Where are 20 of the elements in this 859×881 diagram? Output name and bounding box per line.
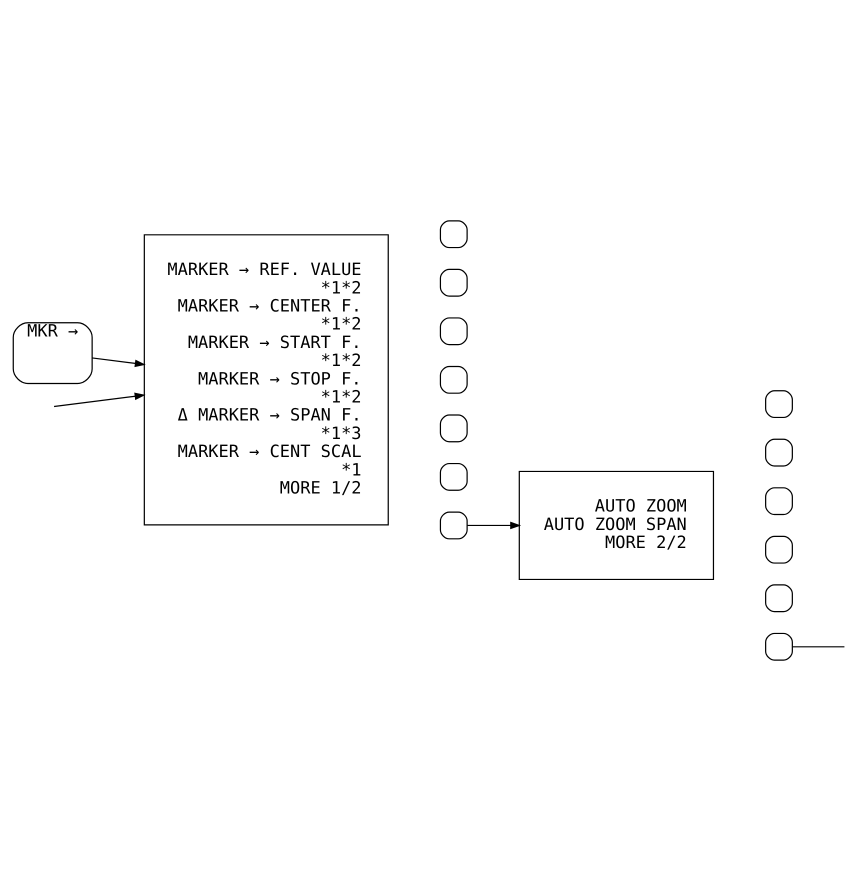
node-box: [440, 317, 468, 346]
node-box: [440, 511, 468, 540]
node-box: [440, 366, 468, 394]
node-box: [765, 536, 793, 564]
arrow: [92, 357, 146, 368]
node-box: AUTO ZOOM AUTO ZOOM SPAN MORE 2/2: [518, 470, 714, 580]
node-box: [765, 487, 793, 516]
node-box: [765, 390, 793, 418]
node-box: [440, 414, 468, 442]
node-box: [765, 584, 793, 612]
node-box: MKR →: [12, 322, 93, 384]
node-box: [765, 438, 793, 467]
arrow: [54, 392, 146, 408]
node-box: [440, 220, 468, 248]
node-box: MARKER → REF. VALUE *1*2 MARKER → CENTER F. *1*2 MARKER → START F. *1*2 MARKER → STOP F. *1*2 Δ MARKER → SPAN F. *1*3 MARKER → CENT SCAL *1 MORE 1/2: [144, 234, 389, 526]
node-box: [440, 268, 468, 297]
arrow: [468, 522, 522, 530]
connector: [792, 646, 844, 648]
node-box: [765, 632, 793, 661]
node-box: [440, 462, 468, 491]
